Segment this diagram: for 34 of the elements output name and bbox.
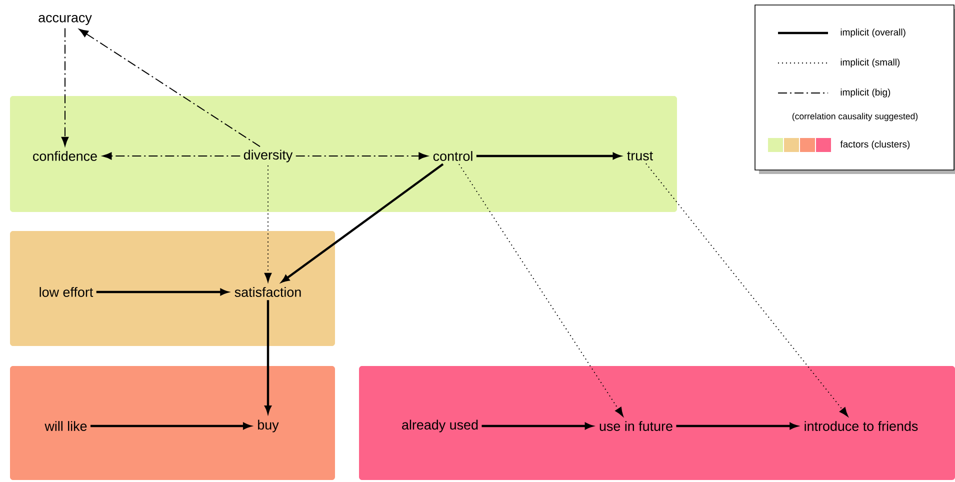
factor-label: trust — [627, 152, 653, 160]
arrow — [102, 152, 241, 160]
cluster-band — [10, 231, 335, 346]
cluster-band — [359, 366, 955, 480]
factor-label: accuracy — [38, 15, 92, 26]
arrow — [264, 164, 272, 282]
arrow — [78, 28, 260, 148]
arrow — [295, 152, 428, 160]
cluster-band — [10, 96, 677, 212]
arrow — [61, 28, 69, 146]
arrow — [476, 152, 620, 160]
factor-label: introduce to friends — [804, 421, 918, 431]
factor-label: will like — [44, 421, 87, 431]
factor-label: satisfaction — [234, 287, 301, 297]
legend-label: implicit (big) — [840, 88, 890, 98]
arrow — [282, 163, 444, 282]
factor-label: low effort — [40, 287, 94, 297]
arrow — [90, 422, 250, 430]
arrow — [646, 163, 848, 417]
factor-label: use in future — [600, 421, 672, 431]
legend-note: (correlation causality suggested) — [792, 112, 918, 122]
arrow — [482, 422, 592, 430]
factor-label: buy — [258, 420, 279, 432]
cluster-band — [10, 366, 335, 480]
legend-label: implicit (small) — [840, 58, 900, 68]
factor-label: diversity — [244, 150, 293, 162]
arrow — [458, 164, 624, 417]
legend-label: implicit (overall) — [840, 28, 906, 38]
arrow — [96, 288, 228, 296]
factor-label: confidence — [33, 151, 97, 161]
legend-label: factors (clusters) — [840, 140, 910, 150]
factor-label: control — [433, 151, 472, 161]
arrow — [676, 422, 798, 430]
factor-label: already used — [402, 420, 478, 432]
